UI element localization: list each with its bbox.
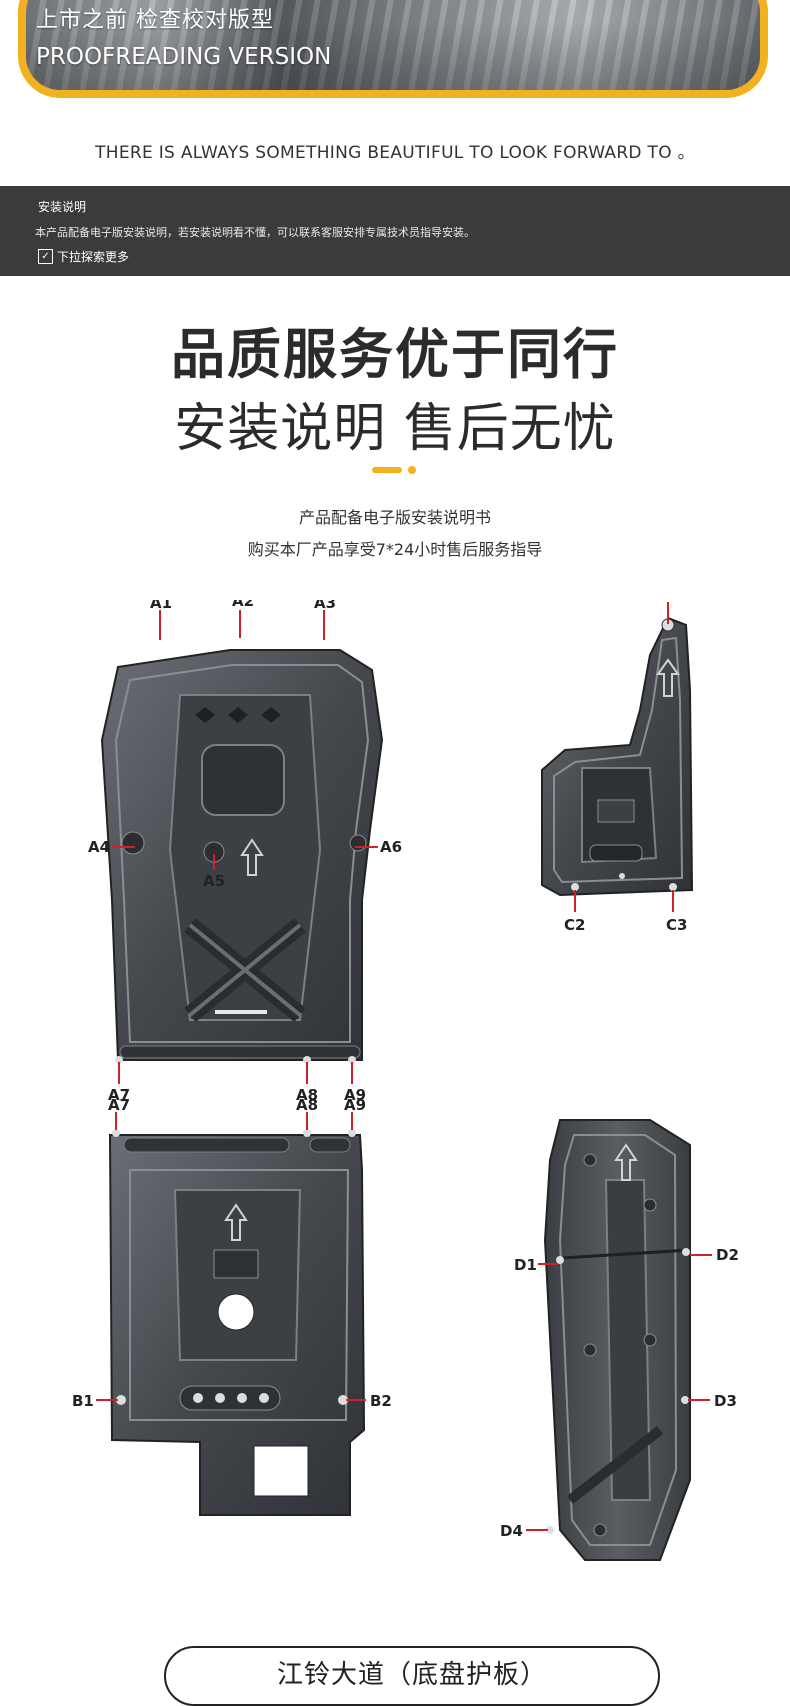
banner-photo-frame (18, 0, 768, 98)
plate-a-markers (112, 610, 378, 1084)
top-banner: 上市之前 检查校对版型 PROOFREADING VERSION (0, 0, 790, 118)
label-d3: D3 (714, 1392, 737, 1410)
label-c3: C3 (666, 916, 687, 934)
banner-title-en: PROOFREADING VERSION (36, 44, 332, 70)
label-d4: D4 (500, 1522, 523, 1540)
plate-b (108, 1129, 366, 1516)
skid-plate-svg: A1 A2 A3 A4 A5 A6 A7 A8 A9 (72, 600, 739, 1561)
plate-c (541, 616, 694, 897)
label-c1: C1 (660, 600, 681, 604)
label-c2: C2 (564, 916, 585, 934)
headline-install: 安装说明 售后无忧 (174, 399, 616, 459)
label-d1: D1 (514, 1256, 537, 1274)
plate-d-markers (526, 1254, 712, 1531)
label-a9: A9 (344, 1086, 366, 1104)
install-notice-bar: 安装说明 本产品配备电子版安装说明，若安装说明看不懂，可以联系客服安排专属技术员… (0, 186, 790, 276)
plate-a (100, 649, 384, 1064)
accent-divider (372, 466, 432, 474)
label-a7: A7 (108, 1086, 130, 1104)
label-a8: A8 (296, 1086, 318, 1104)
skid-plate-diagram: A1 A2 A3 A4 A5 A6 A7 A8 A9 (0, 600, 790, 1600)
tagline: THERE IS ALWAYS SOMETHING BEAUTIFUL TO L… (95, 143, 695, 163)
label-d2: D2 (716, 1246, 739, 1264)
scroll-more-label: 下拉探索更多 (57, 250, 130, 264)
subtitle-service: 购买本厂产品享受7*24小时售后服务指导 (247, 540, 543, 559)
headline-quality: 品质服务优于同行 (171, 323, 619, 386)
notice-body: 本产品配备电子版安装说明，若安装说明看不懂，可以联系客服安排专属技术员指导安装。 (35, 226, 475, 239)
check-icon: ✓ (38, 249, 53, 264)
notice-title: 安装说明 (38, 200, 87, 214)
product-name-pill: 江铃大道（底盘护板） (164, 1646, 660, 1706)
label-a1: A1 (150, 600, 172, 612)
label-a9-lower: A9 (344, 1096, 366, 1114)
banner-title-cn: 上市之前 检查校对版型 (36, 8, 274, 33)
plate-c-labels: C1 C2 C3 (564, 600, 687, 934)
plate-d (543, 1119, 691, 1561)
label-a4: A4 (88, 838, 110, 856)
label-a8-lower: A8 (296, 1096, 318, 1114)
label-a2: A2 (232, 600, 254, 610)
plate-b-markers (96, 1112, 366, 1401)
label-b1: B1 (72, 1392, 94, 1410)
scroll-more-link[interactable]: ✓ 下拉探索更多 (38, 248, 129, 265)
label-a6: A6 (380, 838, 402, 856)
label-a3: A3 (314, 600, 336, 612)
label-a7-lower: A7 (108, 1096, 130, 1114)
plate-b-labels: A7 A8 A9 B1 B2 (72, 1096, 392, 1410)
label-b2: B2 (370, 1392, 392, 1410)
subtitle-manual: 产品配备电子版安装说明书 (298, 508, 491, 527)
label-a5: A5 (203, 872, 225, 890)
plate-a-labels: A1 A2 A3 A4 A5 A6 A7 A8 A9 (88, 600, 402, 1104)
plate-d-labels: D1 D2 D3 D4 (500, 1246, 739, 1540)
plate-c-markers (574, 602, 674, 912)
